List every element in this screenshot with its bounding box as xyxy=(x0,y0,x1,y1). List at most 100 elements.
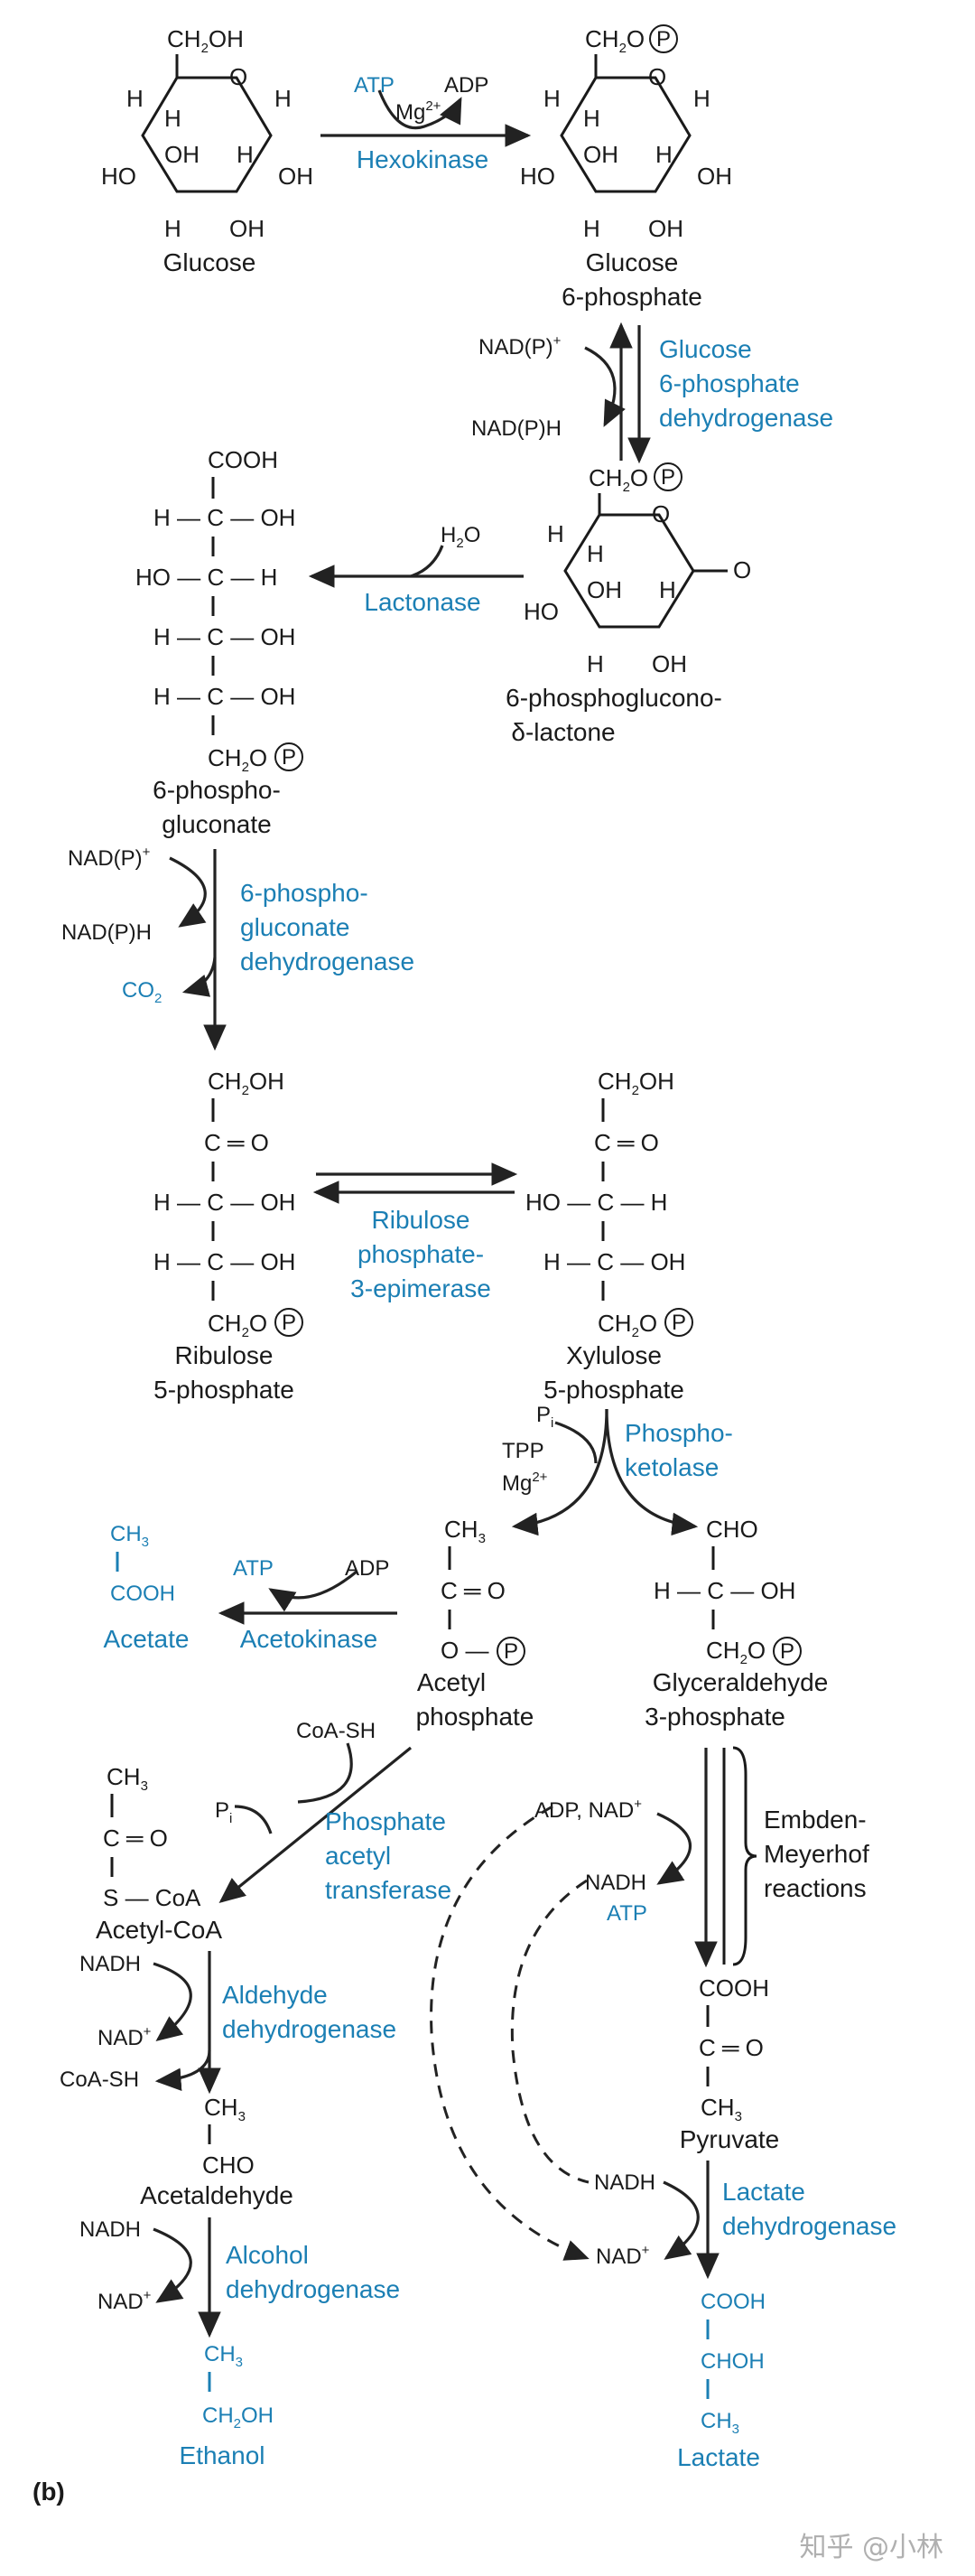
svg-text:H: H xyxy=(543,85,561,112)
svg-text:Lactonase: Lactonase xyxy=(364,588,480,616)
svg-text:P: P xyxy=(282,1311,296,1335)
svg-text:OH: OH xyxy=(229,215,265,242)
svg-text:H: H xyxy=(164,215,181,242)
svg-text:dehydrogenase: dehydrogenase xyxy=(226,2275,400,2303)
svg-text:NAD(P)H: NAD(P)H xyxy=(471,416,562,441)
svg-text:O: O xyxy=(229,63,247,90)
svg-text:ketolase: ketolase xyxy=(625,1453,719,1481)
svg-text:NADH: NADH xyxy=(79,1952,141,1976)
svg-text:HO: HO xyxy=(524,598,559,625)
svg-text:dehydrogenase: dehydrogenase xyxy=(722,2212,896,2240)
svg-text:H — C — OH: H — C — OH xyxy=(543,1248,685,1275)
svg-text:Aldehyde: Aldehyde xyxy=(222,1981,328,2009)
acetokinase-step: ATP ADP Acetokinase xyxy=(218,1556,397,1653)
svg-text:acetyl: acetyl xyxy=(325,1842,391,1870)
lactonase-step: H2O Lactonase xyxy=(308,523,524,616)
svg-text:H: H xyxy=(547,520,564,547)
lactate-structure: COOH CHOH CH3 Lactate xyxy=(677,2290,766,2471)
svg-text:phosphate-: phosphate- xyxy=(358,1240,484,1268)
svg-text:P: P xyxy=(504,1639,518,1664)
svg-text:NAD(P)H: NAD(P)H xyxy=(61,920,152,945)
svg-text:gluconate: gluconate xyxy=(162,810,271,838)
svg-text:H — C — OH: H — C — OH xyxy=(153,683,295,710)
alcohol-dehydrogenase-step: NADH NAD+ Alcohol dehydrogenase xyxy=(79,2217,400,2338)
svg-text:CH3: CH3 xyxy=(444,1516,486,1546)
svg-text:H: H xyxy=(587,540,604,567)
svg-text:Alcohol: Alcohol xyxy=(226,2241,309,2269)
svg-text:Mg2+: Mg2+ xyxy=(395,98,441,125)
svg-text:Phosphate: Phosphate xyxy=(325,1807,446,1835)
svg-text:COOH: COOH xyxy=(701,2290,766,2314)
xylulose-5-phosphate-structure: CH2OH C ═ O HO — C — H H — C — OH CH2O P… xyxy=(525,1068,693,1404)
svg-text:CH2O: CH2O xyxy=(208,1310,267,1340)
svg-text:H: H xyxy=(655,141,673,168)
svg-text:6-phosphoglucono-: 6-phosphoglucono- xyxy=(506,684,722,712)
svg-text:ADP, NAD+: ADP, NAD+ xyxy=(534,1797,642,1823)
svg-text:dehydrogenase: dehydrogenase xyxy=(240,947,414,975)
svg-text:Ribulose: Ribulose xyxy=(175,1341,274,1369)
svg-text:ADP: ADP xyxy=(444,73,488,98)
svg-text:Acetaldehyde: Acetaldehyde xyxy=(140,2181,293,2209)
svg-text:CH2OH: CH2OH xyxy=(202,2403,274,2431)
svg-text:H — C — OH: H — C — OH xyxy=(654,1577,795,1604)
svg-text:H2O: H2O xyxy=(441,523,480,551)
svg-text:P: P xyxy=(780,1639,794,1664)
svg-text:CoA-SH: CoA-SH xyxy=(296,1719,376,1743)
svg-text:S — CoA: S — CoA xyxy=(103,1884,201,1911)
svg-text:CH2OH: CH2OH xyxy=(598,1068,674,1098)
svg-text:OH: OH xyxy=(587,576,622,603)
svg-text:CH2OH: CH2OH xyxy=(167,25,244,56)
svg-text:CH2O: CH2O xyxy=(208,744,267,775)
svg-text:H: H xyxy=(237,141,254,168)
aldehyde-dehydrogenase-step: NADH NAD+ CoA-SH Aldehyde dehydrogenase xyxy=(60,1951,396,2095)
epimerase-step: Ribulose phosphate- 3-epimerase xyxy=(312,1162,518,1302)
svg-text:O: O xyxy=(733,556,751,583)
svg-text:NADH: NADH xyxy=(594,2170,655,2195)
svg-text:OH: OH xyxy=(583,141,618,168)
svg-text:Meyerhof: Meyerhof xyxy=(764,1840,869,1868)
glucose-structure: CH2OH O H H H HO OH H OH H OH Glucose xyxy=(101,25,313,276)
svg-text:CoA-SH: CoA-SH xyxy=(60,2067,139,2092)
svg-text:OH: OH xyxy=(278,163,313,190)
svg-text:H: H xyxy=(126,85,144,112)
svg-text:OH: OH xyxy=(697,163,732,190)
watermark: 知乎 @小林 xyxy=(799,2532,943,2563)
svg-text:H — C — OH: H — C — OH xyxy=(153,504,295,531)
svg-text:6-phosphate: 6-phosphate xyxy=(562,283,702,311)
svg-text:3-epimerase: 3-epimerase xyxy=(350,1274,491,1302)
phosphoketolase-step: Pi TPP Mg2+ Phospho- ketolase xyxy=(502,1403,733,1536)
acetyl-phosphate-structure: CH3 C ═ O O — P Acetyl phosphate xyxy=(416,1516,534,1731)
svg-text:6-phospho-: 6-phospho- xyxy=(240,879,368,907)
svg-text:Ethanol: Ethanol xyxy=(180,2441,265,2469)
svg-text:Lactate: Lactate xyxy=(677,2443,760,2471)
svg-text:C ═ O: C ═ O xyxy=(441,1577,506,1604)
svg-text:Glyceraldehyde: Glyceraldehyde xyxy=(653,1668,829,1696)
svg-text:P: P xyxy=(661,465,675,490)
svg-text:O: O xyxy=(648,63,666,90)
svg-text:Acetokinase: Acetokinase xyxy=(240,1625,378,1653)
svg-text:NAD+: NAD+ xyxy=(98,2024,152,2050)
svg-text:Glucose: Glucose xyxy=(586,248,679,276)
g6p-dehydrogenase-step: NAD(P)+ NAD(P)H Glucose 6-phosphate dehy… xyxy=(471,322,833,464)
svg-text:Embden-: Embden- xyxy=(764,1806,867,1834)
svg-text:NAD(P)+: NAD(P)+ xyxy=(478,333,562,359)
svg-text:Mg2+: Mg2+ xyxy=(502,1470,548,1496)
acetate-structure: CH3 COOH Acetate xyxy=(104,1522,190,1653)
svg-text:ATP: ATP xyxy=(354,73,395,98)
svg-text:H: H xyxy=(659,576,676,603)
svg-text:C ═ O: C ═ O xyxy=(594,1129,659,1156)
svg-text:NADH: NADH xyxy=(79,2217,141,2242)
svg-text:CH2O: CH2O xyxy=(589,464,648,495)
svg-text:Pi: Pi xyxy=(215,1798,232,1826)
ethanol-structure: CH3 CH2OH Ethanol xyxy=(180,2342,274,2469)
svg-text:CH3: CH3 xyxy=(701,2409,739,2437)
svg-text:Acetyl: Acetyl xyxy=(417,1668,486,1696)
embden-meyerhof-step: ADP, NAD+ NADH ATP Embden- Meyerhof reac… xyxy=(534,1746,869,1968)
acetaldehyde-structure: CH3 CHO Acetaldehyde xyxy=(140,2094,293,2209)
svg-text:CH2O: CH2O xyxy=(598,1310,657,1340)
svg-text:COOH: COOH xyxy=(208,446,278,473)
svg-text:O —: O — xyxy=(441,1637,488,1664)
svg-text:CHO: CHO xyxy=(202,2151,255,2179)
svg-text:OH: OH xyxy=(164,141,200,168)
